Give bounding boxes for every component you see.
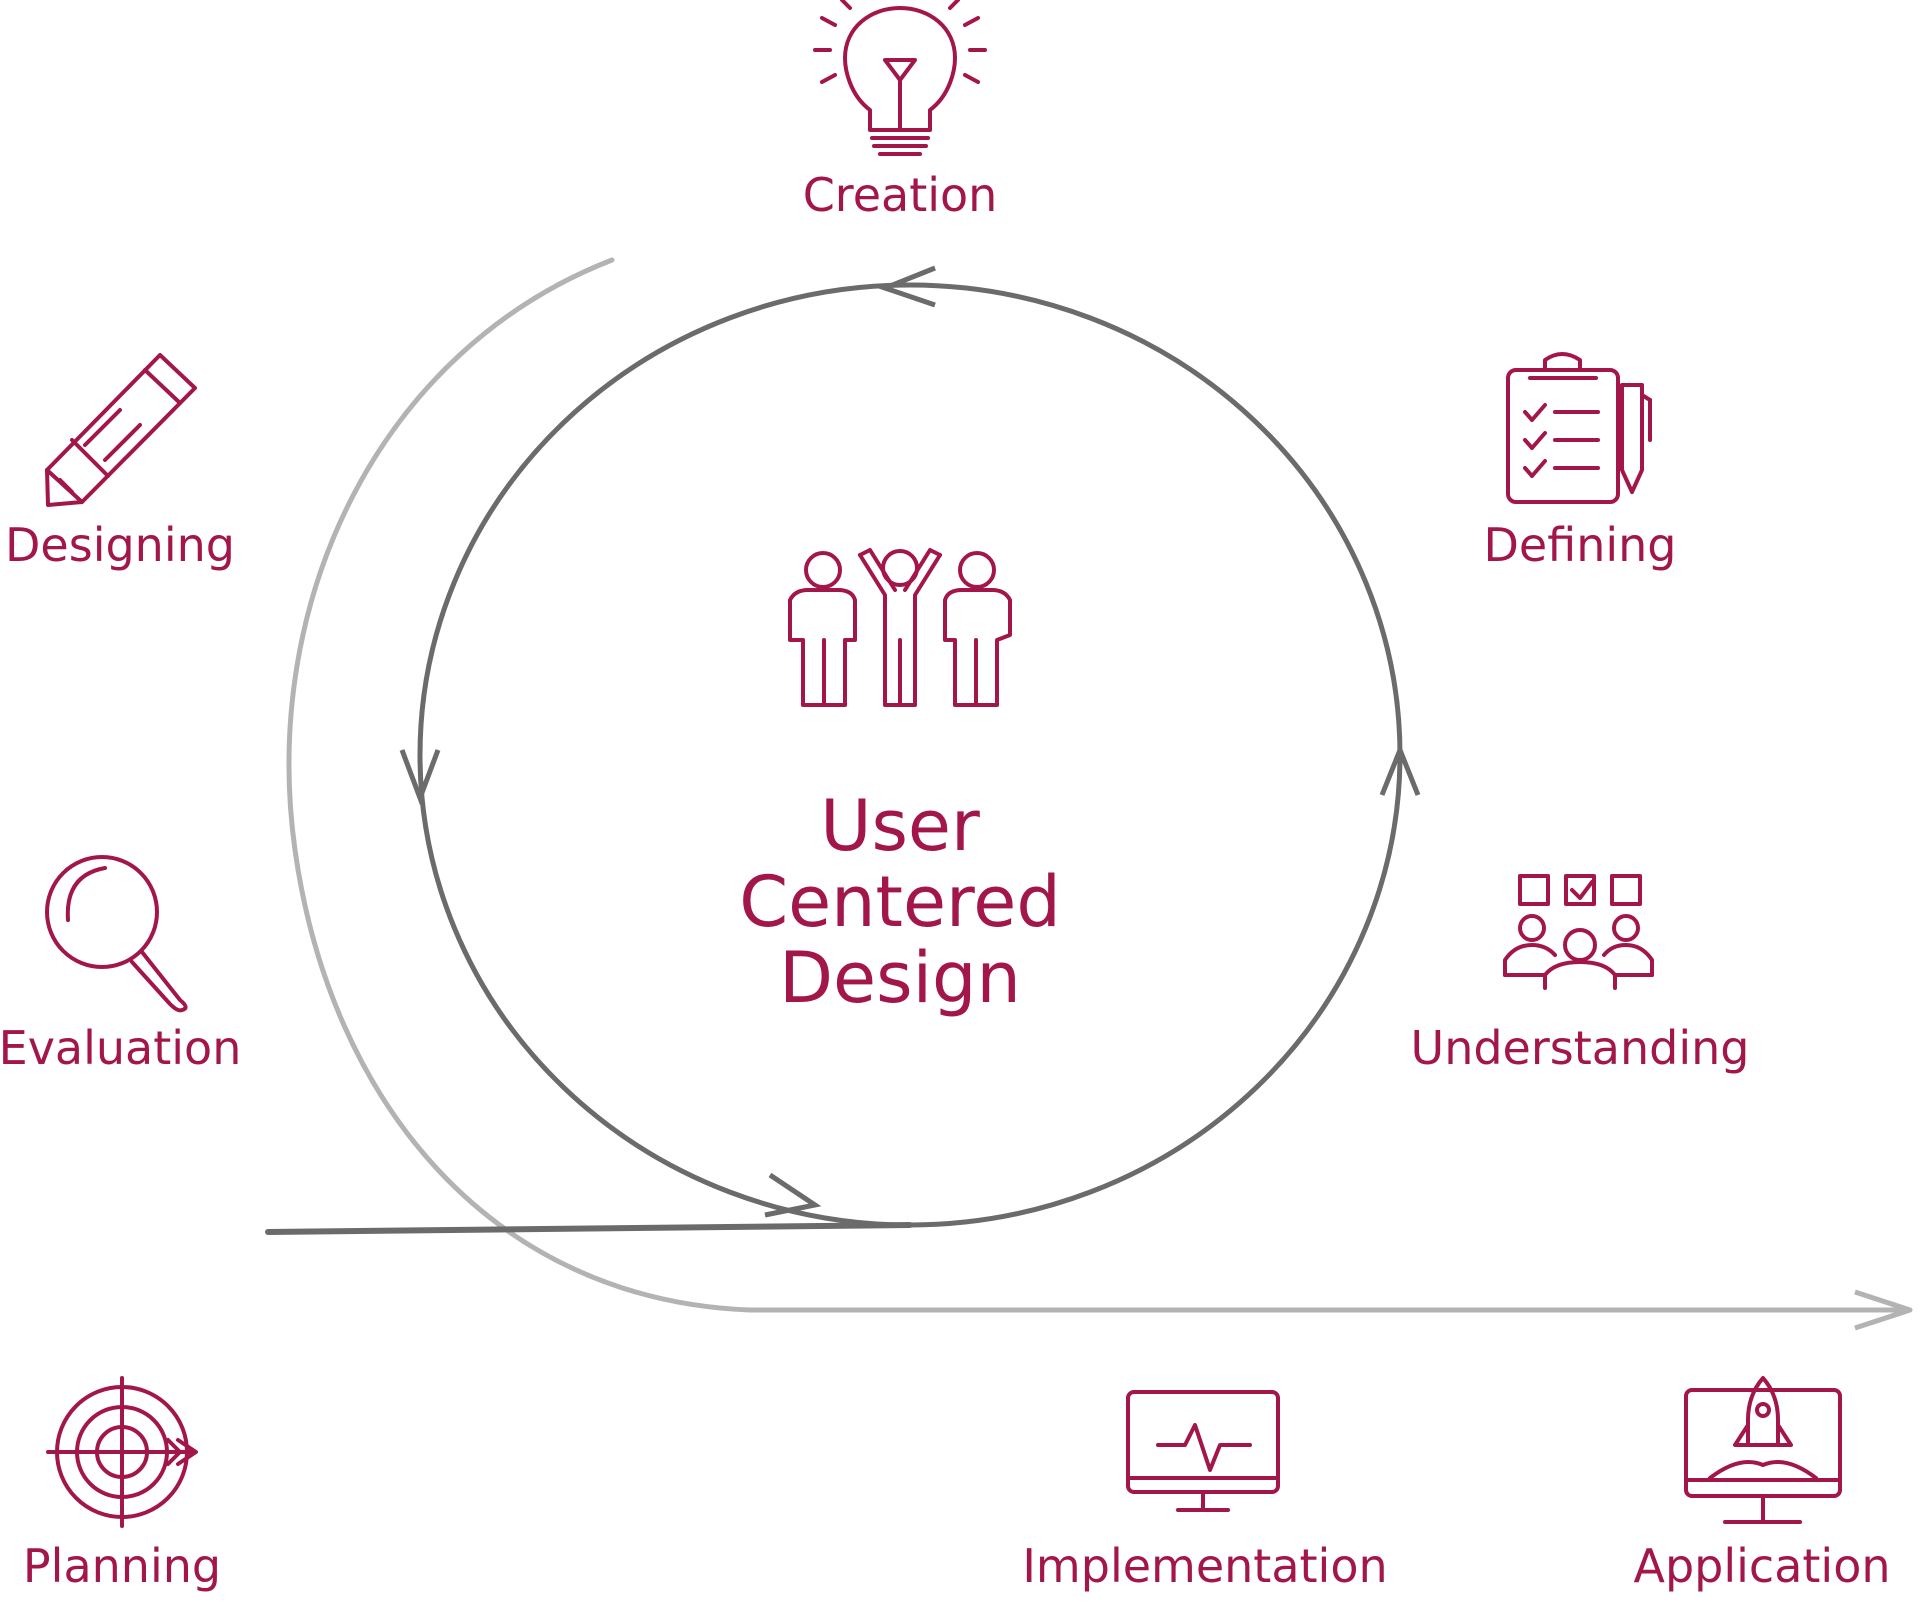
clipboard-checklist-icon <box>1506 352 1652 504</box>
label-understanding: Understanding <box>1410 1021 1750 1075</box>
label-defining: Defining <box>1483 518 1677 572</box>
monitor-rocket-icon <box>1684 1376 1842 1524</box>
label-application: Application <box>1633 1539 1891 1593</box>
arrow-bottom <box>764 1172 822 1218</box>
magnifier-icon <box>45 855 188 1013</box>
people-celebrating-icon <box>788 548 1012 707</box>
cycle-circle <box>417 282 1403 1228</box>
monitor-pulse-icon <box>1126 1390 1280 1512</box>
label-creation: Creation <box>802 168 998 222</box>
label-evaluation: Evaluation <box>0 1021 242 1075</box>
label-planning: Planning <box>22 1539 222 1593</box>
center-title-line2: Centered <box>739 861 1061 943</box>
outer-arrow-head <box>1854 1289 1913 1331</box>
label-implementation: Implementation <box>1022 1539 1388 1593</box>
arrow-right <box>1379 743 1421 796</box>
team-checklist-icon <box>1503 874 1654 990</box>
center-title-line3: Design <box>779 937 1021 1019</box>
pencil-icon <box>45 353 197 507</box>
arrow-left <box>399 749 441 806</box>
lightbulb-icon <box>813 0 987 156</box>
center-title: User Centered Design <box>739 788 1061 1016</box>
outer-arc <box>286 257 1908 1313</box>
label-designing: Designing <box>5 518 235 572</box>
entry-line <box>265 1222 913 1235</box>
target-icon <box>46 1376 198 1528</box>
center-title-line1: User <box>820 785 980 867</box>
arrow-top <box>877 265 936 308</box>
